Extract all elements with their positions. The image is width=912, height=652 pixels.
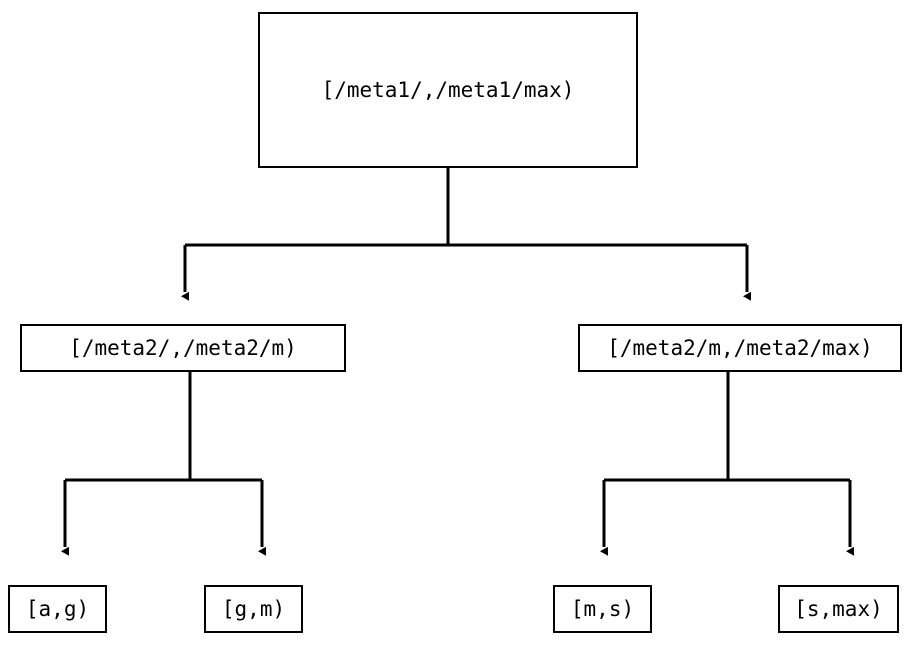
node-leaf-m-s[interactable]: [m,s) — [553, 585, 652, 633]
node-leaf-m-s-label: [m,s) — [570, 597, 635, 621]
node-root[interactable]: [/meta1/,/meta1/max) — [258, 12, 638, 168]
node-mid-right[interactable]: [/meta2/m,/meta2/max) — [578, 324, 902, 372]
node-leaf-a-g[interactable]: [a,g) — [8, 585, 107, 633]
node-leaf-a-g-label: [a,g) — [25, 597, 90, 621]
node-mid-right-label: [/meta2/m,/meta2/max) — [607, 336, 873, 360]
node-leaf-g-m[interactable]: [g,m) — [204, 585, 303, 633]
node-leaf-s-max[interactable]: [s,max) — [778, 585, 899, 633]
node-mid-left-label: [/meta2/,/meta2/m) — [69, 336, 297, 360]
node-leaf-g-m-label: [g,m) — [221, 597, 286, 621]
node-root-label: [/meta1/,/meta1/max) — [321, 78, 575, 102]
node-leaf-s-max-label: [s,max) — [794, 597, 883, 621]
node-mid-left[interactable]: [/meta2/,/meta2/m) — [20, 324, 346, 372]
